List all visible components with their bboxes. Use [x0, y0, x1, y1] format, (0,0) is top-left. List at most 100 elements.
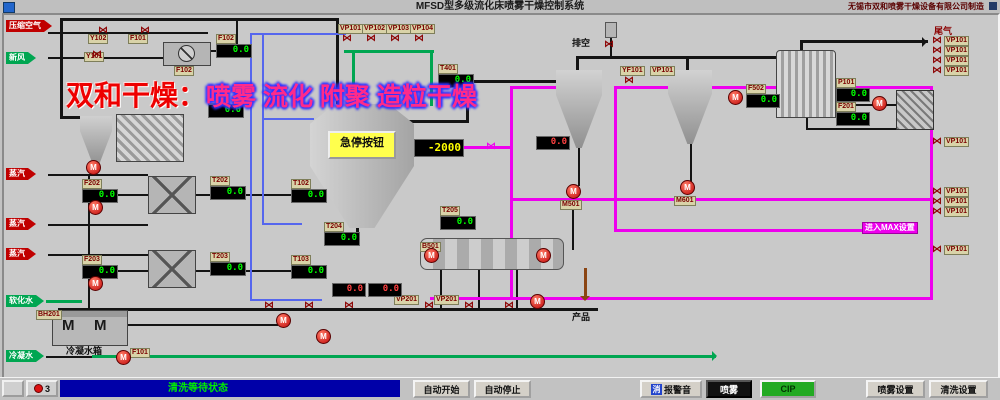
tank-motor-symbol: M [62, 317, 75, 334]
pipe-segment [576, 56, 804, 59]
cip-button[interactable]: CIP [760, 380, 816, 398]
instrument-tag: T202 [210, 176, 230, 186]
valve-icon[interactable]: ⋈ [414, 33, 424, 44]
feed-arrow-label: 蒸汽 [6, 218, 36, 230]
alarm-button-label: 报警音 [663, 384, 691, 395]
pump-motor[interactable]: M [680, 180, 695, 195]
tag-label: Y102 [88, 34, 109, 44]
pipe-segment [262, 223, 302, 225]
valve-icon[interactable]: ⋈ [932, 196, 942, 207]
instrument-tag: P101 [836, 78, 857, 88]
pipe-segment [48, 174, 148, 176]
tag-label: BH201 [36, 310, 62, 320]
pipe-segment [46, 356, 118, 358]
spray-settings-button[interactable]: 喷雾设置 [866, 380, 925, 398]
mute-alarm-button[interactable]: 消 报警音 [640, 380, 702, 398]
feed-arrow-label: 蒸汽 [6, 248, 36, 260]
pipe-segment [614, 229, 866, 232]
valve-icon[interactable]: ⋈ [264, 300, 274, 311]
valve-icon[interactable]: ⋈ [932, 35, 942, 46]
auto-stop-button[interactable]: 自动停止 [474, 380, 531, 398]
pipe-segment [262, 33, 264, 225]
valve-icon[interactable]: ⋈ [344, 300, 354, 311]
alarm-indicator-icon [33, 384, 43, 393]
instrument-display: 0.0 [746, 94, 780, 108]
pipe-segment [610, 22, 612, 58]
valve-icon[interactable]: ⋈ [624, 75, 634, 86]
valve-icon[interactable]: ⋈ [464, 300, 474, 311]
tank-motor-symbol: M [94, 317, 107, 334]
pipe-segment [478, 268, 480, 308]
instrument-tag: T103 [291, 255, 311, 265]
valve-icon[interactable]: ⋈ [932, 244, 942, 255]
pipe-segment [930, 86, 933, 300]
pump-motor[interactable]: M [116, 350, 131, 365]
flow-arrow [712, 351, 722, 361]
heat-exchanger-2 [148, 250, 196, 288]
pipe-segment [572, 198, 574, 250]
valve-icon[interactable]: ⋈ [932, 65, 942, 76]
pipe-segment [48, 32, 208, 34]
pump-motor[interactable]: M [86, 160, 101, 175]
valve-icon[interactable]: ⋈ [366, 33, 376, 44]
valve-icon[interactable]: ⋈ [424, 300, 434, 311]
pump-motor[interactable]: M [276, 313, 291, 328]
tag-label: VP101 [944, 56, 970, 66]
pipe-segment [344, 50, 434, 53]
pump-motor[interactable]: M [536, 248, 551, 263]
emergency-stop-button[interactable]: 急停按钮 [328, 131, 396, 159]
pump-motor[interactable]: M [872, 96, 887, 111]
valve-icon[interactable]: ⋈ [932, 206, 942, 217]
condensate-tank-label: 冷凝水箱 [66, 346, 103, 356]
pipe-segment [116, 270, 150, 272]
pump-motor[interactable]: M [566, 184, 581, 199]
pipe-segment [126, 324, 278, 326]
page-title: MFSD型多级流化床喷雾干燥控制系统 [415, 1, 585, 12]
pipe-segment [430, 297, 932, 300]
condenser [776, 50, 836, 118]
pipe-segment [806, 114, 808, 130]
instrument-tag: T204 [324, 222, 344, 232]
auto-start-button[interactable]: 自动开始 [413, 380, 470, 398]
tag-label: VP101 [944, 207, 970, 217]
feed-arrow-label: 冷凝水 [6, 350, 44, 362]
valve-icon[interactable]: ⋈ [486, 141, 496, 152]
instrument-display: 0.0 [210, 186, 246, 200]
valve-icon[interactable]: ⋈ [932, 55, 942, 66]
wash-settings-button[interactable]: 清洗设置 [929, 380, 988, 398]
valve-icon[interactable]: ⋈ [92, 49, 102, 60]
valve-icon[interactable]: ⋈ [304, 300, 314, 311]
valve-icon[interactable]: ⋈ [504, 300, 514, 311]
flow-arrow [580, 296, 590, 306]
spray-mode-button[interactable]: 喷雾 [706, 380, 752, 398]
valve-icon[interactable]: ⋈ [342, 33, 352, 44]
pipe-segment [352, 52, 355, 106]
valve-icon[interactable]: ⋈ [390, 33, 400, 44]
pump-motor[interactable]: M [88, 276, 103, 291]
pipe-segment [60, 116, 84, 119]
instrument-tag: T203 [210, 252, 230, 262]
air-heater-fan [163, 42, 211, 66]
valve-icon[interactable]: ⋈ [932, 136, 942, 147]
valve-icon[interactable]: ⋈ [932, 186, 942, 197]
pipe-segment [576, 56, 579, 74]
taskbar-box[interactable] [2, 380, 24, 397]
max-settings-button[interactable]: 进入MAX设置 [862, 222, 918, 234]
title-bar: MFSD型多级流化床喷雾干燥控制系统 无锡市双和喷雾干燥设备有限公司制造 [0, 0, 1000, 13]
pump-motor[interactable]: M [530, 294, 545, 309]
instrument-display: 0.0 [216, 44, 252, 58]
valve-icon[interactable]: ⋈ [604, 39, 614, 50]
pump-motor[interactable]: M [424, 248, 439, 263]
valve-icon[interactable]: ⋈ [140, 25, 150, 36]
valve-icon[interactable]: ⋈ [932, 45, 942, 56]
pipe-segment [250, 33, 252, 301]
mute-icon: 消 [650, 383, 662, 395]
heat-exchanger-1 [148, 176, 196, 214]
feed-arrow-label: 软化水 [6, 295, 44, 307]
instrument-display: 0.0 [836, 112, 870, 126]
pump-motor[interactable]: M [728, 90, 743, 105]
pump-motor[interactable]: M [316, 329, 331, 344]
instrument-display: 0.0 [440, 216, 476, 230]
valve-icon[interactable]: ⋈ [98, 25, 108, 36]
pump-motor[interactable]: M [88, 200, 103, 215]
